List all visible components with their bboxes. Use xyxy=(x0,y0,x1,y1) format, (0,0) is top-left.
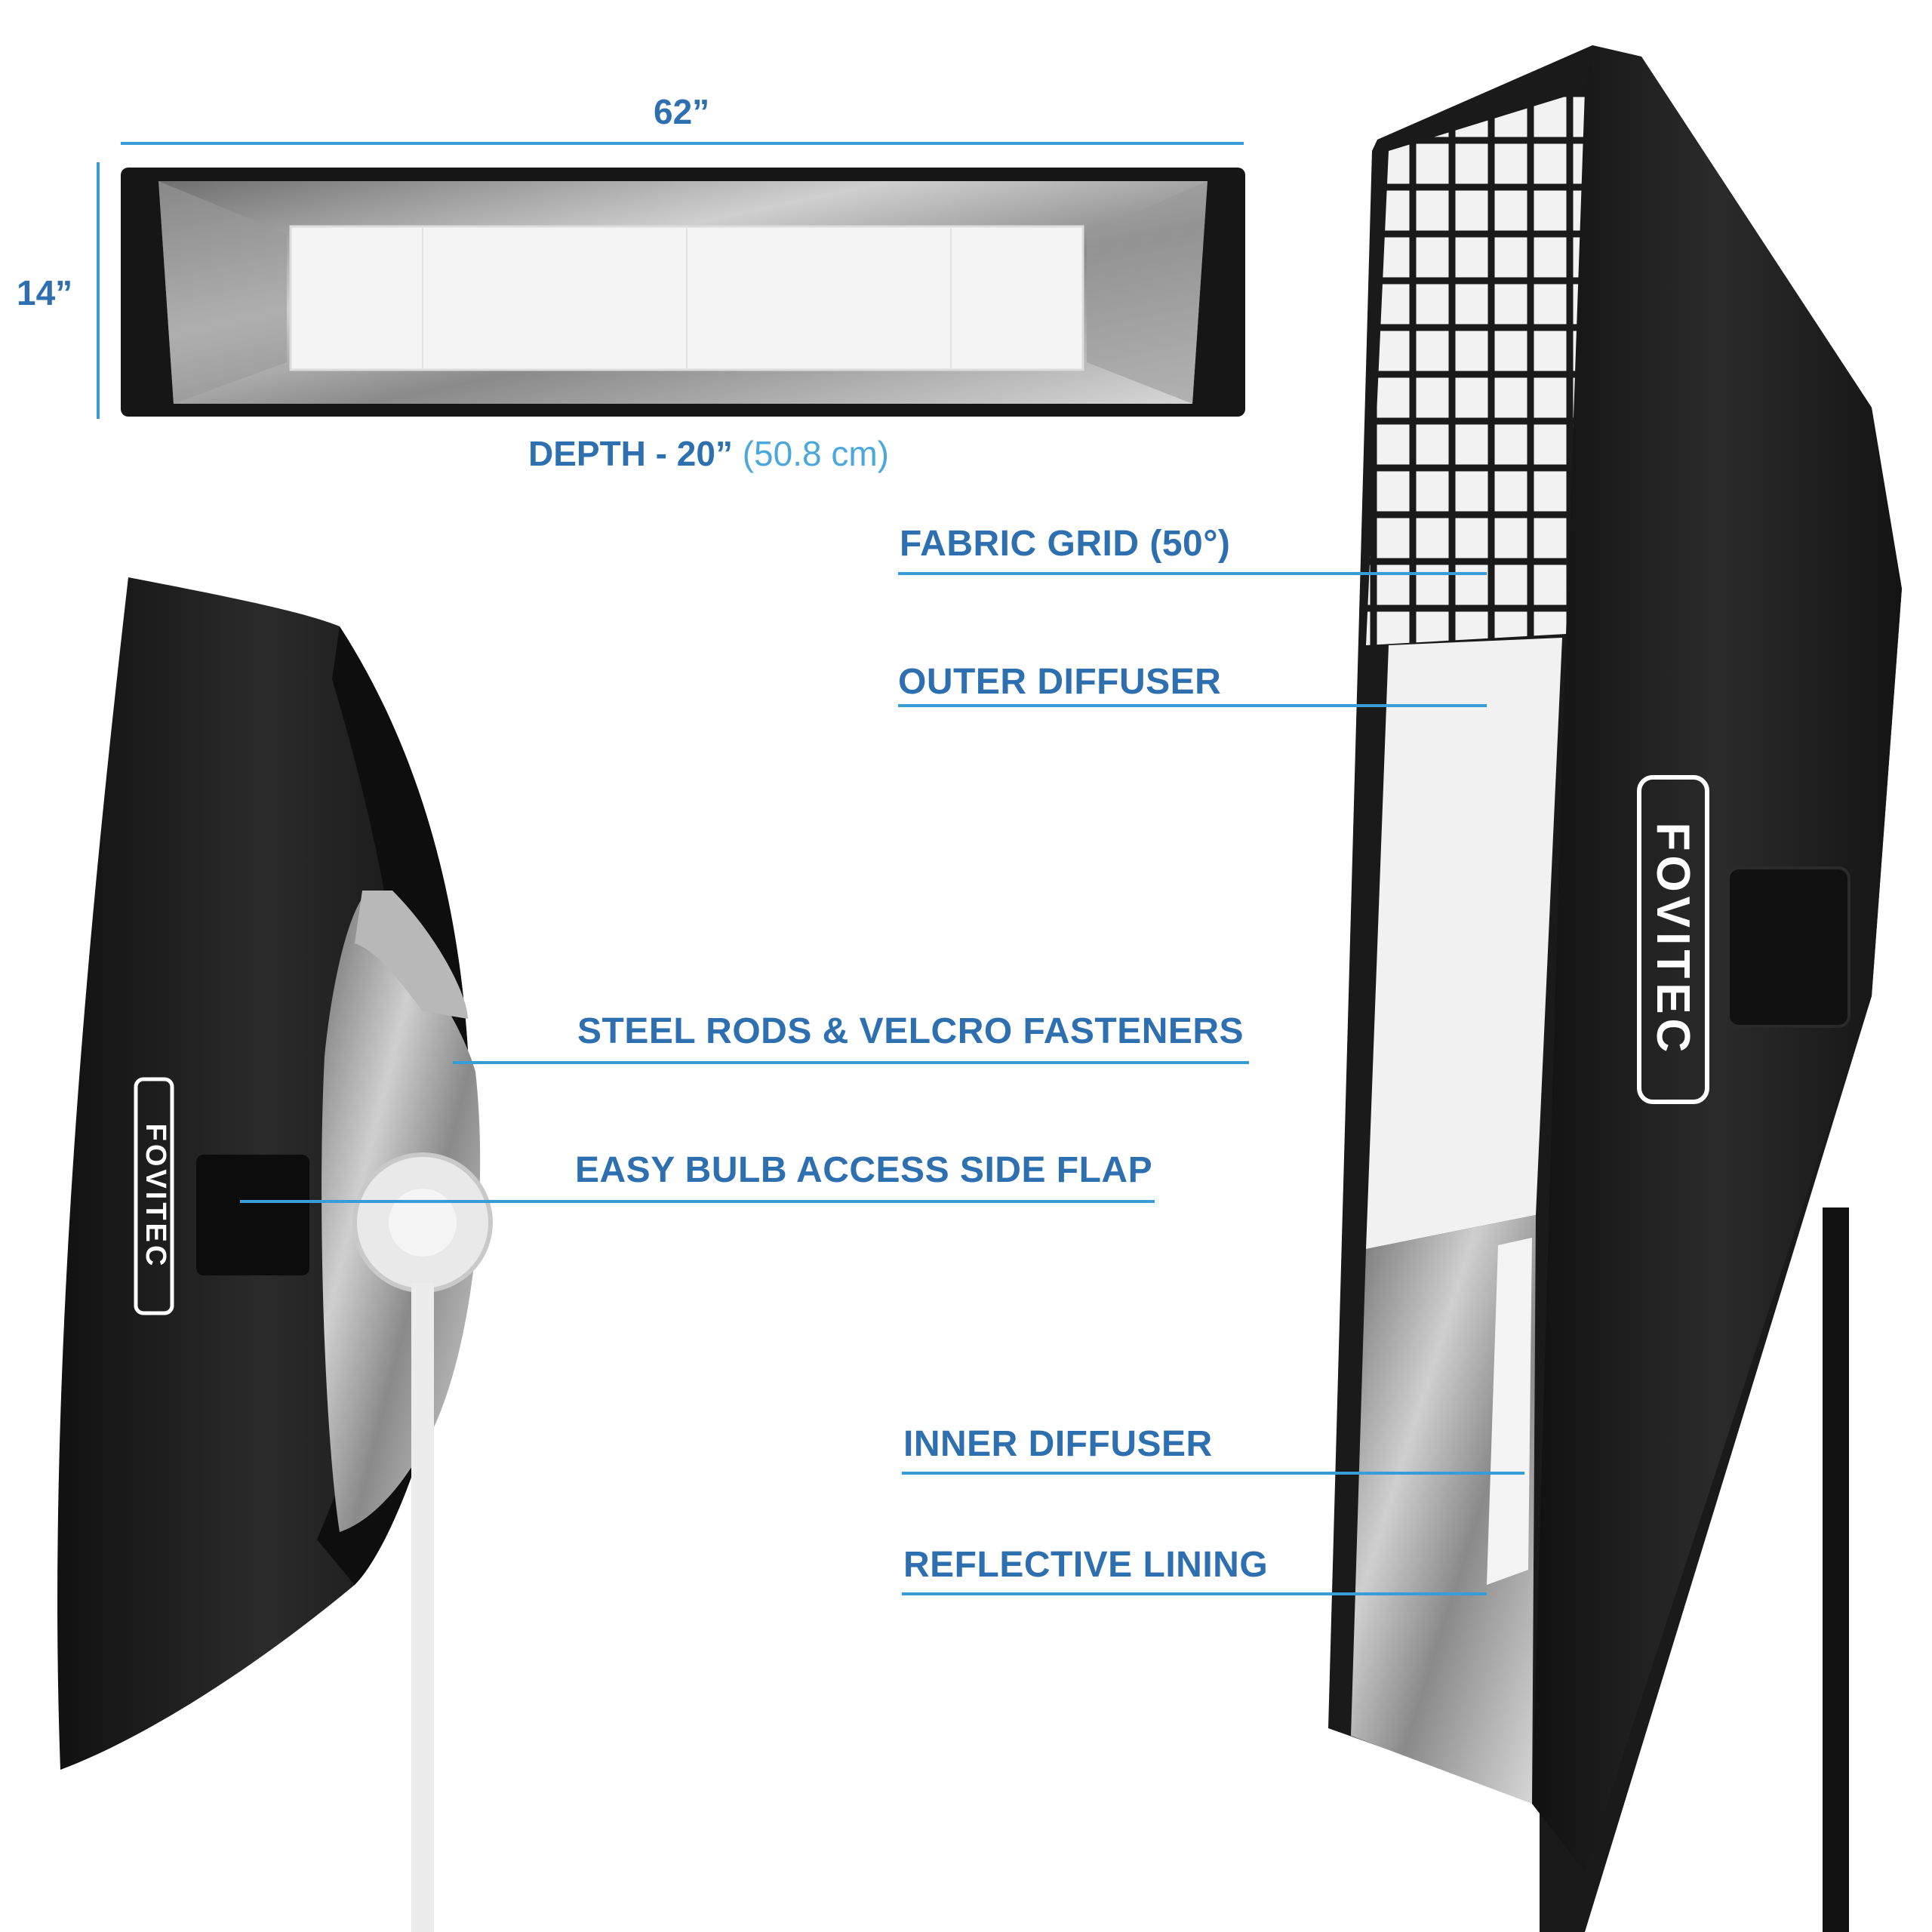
callout-lines xyxy=(240,572,1524,1595)
brand-logo-angled: FOVITEC xyxy=(1647,822,1699,1057)
callout-inner-diffuser: INNER DIFFUSER xyxy=(903,1424,1213,1464)
height-dimension-label: 14” xyxy=(17,273,73,312)
callout-fabric-grid: FABRIC GRID (50°) xyxy=(900,524,1231,564)
softbox-side-view xyxy=(57,577,493,1932)
depth-label-metric: (50.8 cm) xyxy=(742,434,889,473)
callout-easy-bulb: EASY BULB ACCESS SIDE FLAP xyxy=(575,1150,1153,1190)
depth-label-imperial: DEPTH - 20” xyxy=(528,434,733,473)
width-dimension-label: 62” xyxy=(654,92,710,131)
callout-steel-rods: STEEL RODS & VELCRO FASTENERS xyxy=(577,1011,1244,1051)
callout-reflective-lining: REFLECTIVE LINING xyxy=(903,1545,1269,1585)
callout-outer-diffuser: OUTER DIFFUSER xyxy=(898,662,1222,702)
brand-logo-side: FOVITEC xyxy=(140,1123,171,1269)
dimension-lines xyxy=(97,142,1244,419)
depth-label: DEPTH - 20” (50.8 cm) xyxy=(528,436,889,471)
softbox-angled-view xyxy=(1328,45,1902,1932)
softbox-front-view xyxy=(121,168,1245,417)
